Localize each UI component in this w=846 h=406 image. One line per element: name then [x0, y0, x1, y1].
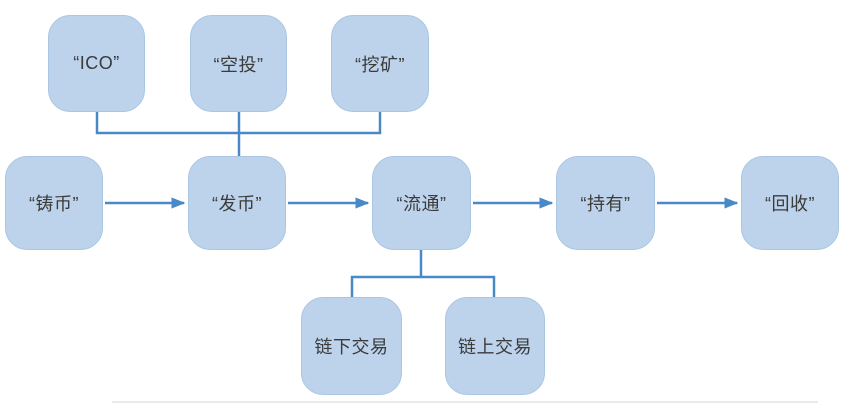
- edge-bottom-bracket: [350, 275, 496, 298]
- node-mining: “挖矿”: [331, 15, 429, 112]
- node-minting: “铸币”: [5, 156, 103, 250]
- node-onchain-trade-label: 链上交易: [458, 337, 532, 357]
- edge-top-bracket: [95, 112, 382, 135]
- node-ico-label: “ICO”: [73, 53, 120, 73]
- node-recycle: “回收”: [741, 156, 839, 250]
- node-offchain-trade: 链下交易: [301, 297, 402, 395]
- bottom-divider: [112, 401, 818, 403]
- node-issuance: “发币”: [188, 156, 286, 250]
- node-mining-label: “挖矿”: [355, 54, 405, 75]
- node-offchain-trade-label: 链下交易: [314, 337, 389, 357]
- node-onchain-trade: 链上交易: [445, 297, 545, 395]
- node-issuance-label: “发币”: [212, 194, 262, 214]
- node-minting-label: “铸币”: [29, 194, 79, 214]
- node-circulation: “流通”: [372, 156, 471, 250]
- node-ico: “ICO”: [48, 15, 145, 112]
- node-airdrop: “空投”: [190, 15, 287, 112]
- node-circulation-label: “流通”: [396, 194, 447, 214]
- node-recycle-label: “回收”: [765, 194, 815, 214]
- node-airdrop-label: “空投”: [213, 54, 264, 75]
- node-holding-label: “持有”: [580, 194, 631, 214]
- node-holding: “持有”: [556, 156, 655, 250]
